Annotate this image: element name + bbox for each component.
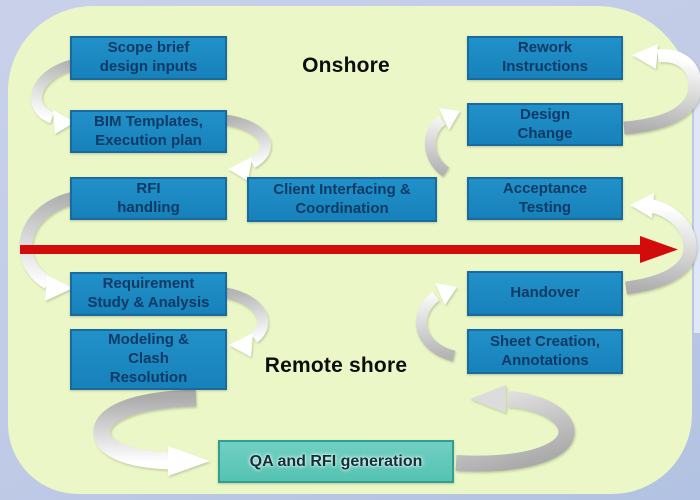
bim-to-rfi-arrow	[224, 114, 271, 181]
flow-box-acceptance-testing: Acceptance Testing	[467, 177, 623, 220]
slide-edge	[694, 88, 700, 333]
flow-box-rework-instructions: Rework Instructions	[467, 36, 623, 80]
flow-box-qa-rfi-generation: QA and RFI generation	[218, 440, 454, 483]
modeling-to-qa-arrow	[93, 389, 210, 476]
timeline-arrow	[20, 236, 678, 263]
qa-to-sheet-arrow	[455, 385, 575, 472]
handover-to-acceptance-arrow	[625, 193, 697, 295]
flow-box-modeling-clash: Modeling & Clash Resolution	[70, 329, 227, 390]
design-to-rework-arrow	[623, 44, 700, 135]
rfi-to-requirement-arrow	[19, 191, 76, 301]
flow-box-design-change: Design Change	[467, 103, 623, 146]
flow-box-requirement-study: Requirement Study & Analysis	[70, 272, 227, 316]
acceptance-to-design-arrow	[424, 108, 460, 177]
flow-box-bim-templates: BIM Templates, Execution plan	[70, 110, 227, 153]
flow-box-rfi-handling: RFI handling	[70, 177, 227, 220]
sheet-to-handover-arrow	[415, 283, 457, 362]
requirement-to-modeling-arrow	[224, 287, 269, 357]
flow-box-client-interfacing: Client Interfacing & Coordination	[247, 177, 437, 222]
scope-to-bim-arrow	[31, 58, 78, 134]
flow-box-scope-brief: Scope brief design inputs	[70, 36, 227, 80]
remote-shore-label: Remote shore	[264, 354, 408, 377]
flow-box-handover: Handover	[467, 271, 623, 316]
flow-box-sheet-creation: Sheet Creation, Annotations	[467, 329, 623, 374]
onshore-label: Onshore	[302, 54, 390, 77]
